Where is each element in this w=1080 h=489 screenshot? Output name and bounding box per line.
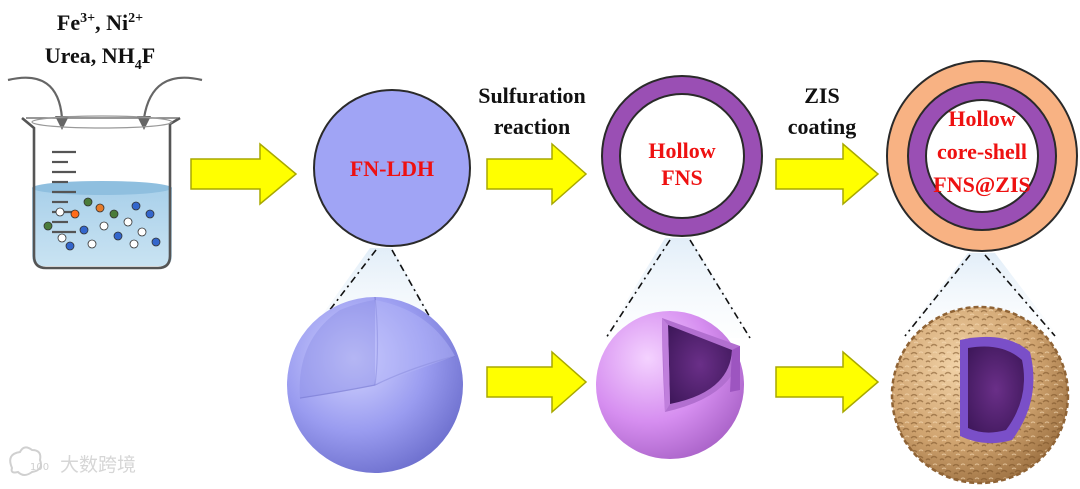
core-shell-label-2: core-shell (937, 139, 1027, 164)
watermark-logo-icon (9, 446, 42, 476)
step-label-zis: ZIS (804, 83, 839, 108)
watermark-text: 大数跨境 (60, 454, 136, 476)
ldh-sphere-3d (287, 296, 463, 473)
step-label-reaction: reaction (494, 114, 571, 139)
core-shell-circle: Hollow core-shell FNS@ZIS (886, 60, 1078, 252)
step-label-coating: coating (788, 114, 856, 139)
watermark: 100 大数跨境 (9, 446, 136, 476)
pour-arrowhead-left (55, 116, 69, 130)
step-label-sulfuration: Sulfuration (478, 83, 586, 108)
process-arrows (190, 142, 880, 414)
hollow-fns-circle: Hollow FNS (601, 75, 763, 237)
hollow-fns-label-1: Hollow (648, 138, 715, 163)
fn-ldh-circle: FN-LDH (313, 89, 471, 247)
reagent-line-2: Urea, NH4F (45, 43, 155, 73)
arrow-fns-to-coreshell (775, 142, 880, 206)
fn-ldh-label: FN-LDH (350, 156, 434, 181)
arrow-beaker-to-ldh (190, 142, 298, 206)
core-shell-label-3: FNS@ZIS (933, 172, 1031, 197)
fns-sphere-3d (596, 311, 744, 459)
reagent-line-1: Fe3+, Ni2+ (57, 10, 143, 35)
pour-arrows (7, 76, 203, 119)
core-shell-label-1: Hollow (948, 106, 1015, 131)
coreshell-sphere-3d (890, 305, 1070, 485)
arrow-ldh-to-fns (486, 142, 588, 206)
pour-arrowhead-right (137, 116, 151, 130)
beaker-icon (21, 115, 181, 270)
hollow-fns-label-2: FNS (661, 165, 703, 190)
arrow-sphere-1-to-2 (486, 350, 588, 414)
arrow-sphere-2-to-3 (775, 350, 880, 414)
svg-text:100: 100 (30, 462, 49, 473)
